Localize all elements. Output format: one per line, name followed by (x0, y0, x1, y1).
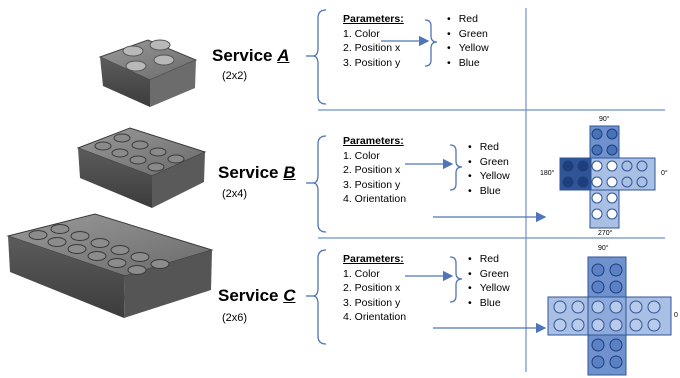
service-a-letter: A (277, 46, 290, 65)
service-a-colors: Red Green Yellow Blue (447, 12, 489, 70)
param-item: 3. Position y (343, 178, 401, 191)
color-item: Red (468, 252, 510, 267)
param-item: 3. Position y (343, 56, 401, 69)
param-item: 1. Color (343, 149, 380, 162)
orientation-b-figure (559, 125, 656, 229)
section-b-brackets (306, 135, 547, 233)
color-item: Red (447, 12, 489, 27)
color-item: Green (447, 27, 489, 42)
brick-2x2-image (98, 39, 198, 107)
service-c-letter: C (283, 286, 296, 305)
param-item: 2. Position x (343, 164, 401, 176)
service-b-title: Service B (218, 163, 296, 183)
orientation-c-figure (547, 256, 672, 376)
orientation-b-90-label: 90° (599, 116, 610, 123)
orientation-b-270-label: 270° (598, 230, 613, 237)
service-b-letter: B (283, 163, 296, 182)
param-item: 3. Position y (343, 296, 401, 309)
orientation-b-180-label: 180° (540, 170, 555, 177)
param-item: 1. Color (343, 27, 380, 40)
service-b-params: Parameters: 1. Color 2. Position x 3. Po… (343, 134, 406, 207)
color-item: Green (468, 155, 510, 170)
params-header: Parameters: (343, 135, 404, 147)
orientation-c-90-label: 90° (598, 245, 609, 252)
color-item: Yellow (468, 169, 510, 184)
color-item: Yellow (447, 41, 489, 56)
service-a-dim: (2x2) (222, 70, 248, 82)
service-b-prefix: Service (218, 163, 284, 182)
color-item: Blue (468, 296, 510, 311)
service-c-dim: (2x6) (222, 312, 248, 324)
params-header: Parameters: (343, 13, 404, 25)
orientation-c-0-label: 0 (674, 312, 678, 319)
brick-2x4-image (76, 127, 207, 208)
orientation-b-0-label: 0° (661, 170, 668, 177)
service-c-prefix: Service (218, 286, 284, 305)
param-item: 4. Orientation (343, 193, 407, 205)
param-item: 4. Orientation (343, 311, 407, 323)
service-c-params: Parameters: 1. Color 2. Position x 3. Po… (343, 252, 406, 325)
divider-lines (318, 8, 665, 372)
params-header: Parameters: (343, 253, 404, 265)
color-item: Blue (468, 184, 510, 199)
service-a-title: Service A (212, 46, 290, 66)
color-item: Green (468, 267, 510, 282)
service-a-params: Parameters: 1. Color 2. Position x 3. Po… (343, 12, 404, 70)
color-item: Yellow (468, 281, 510, 296)
color-item: Red (468, 140, 510, 155)
section-c-brackets (306, 249, 547, 345)
service-b-colors: Red Green Yellow Blue (468, 140, 510, 198)
param-item: 1. Color (343, 267, 380, 280)
color-item: Blue (447, 56, 489, 71)
param-item: 2. Position x (343, 42, 401, 54)
service-b-dim: (2x4) (222, 188, 248, 200)
param-item: 2. Position x (343, 282, 401, 294)
section-a-brackets (306, 9, 438, 105)
service-a-prefix: Service (212, 46, 278, 65)
service-c-colors: Red Green Yellow Blue (468, 252, 510, 310)
service-c-title: Service C (218, 286, 296, 306)
brick-2x6-image (6, 213, 214, 318)
